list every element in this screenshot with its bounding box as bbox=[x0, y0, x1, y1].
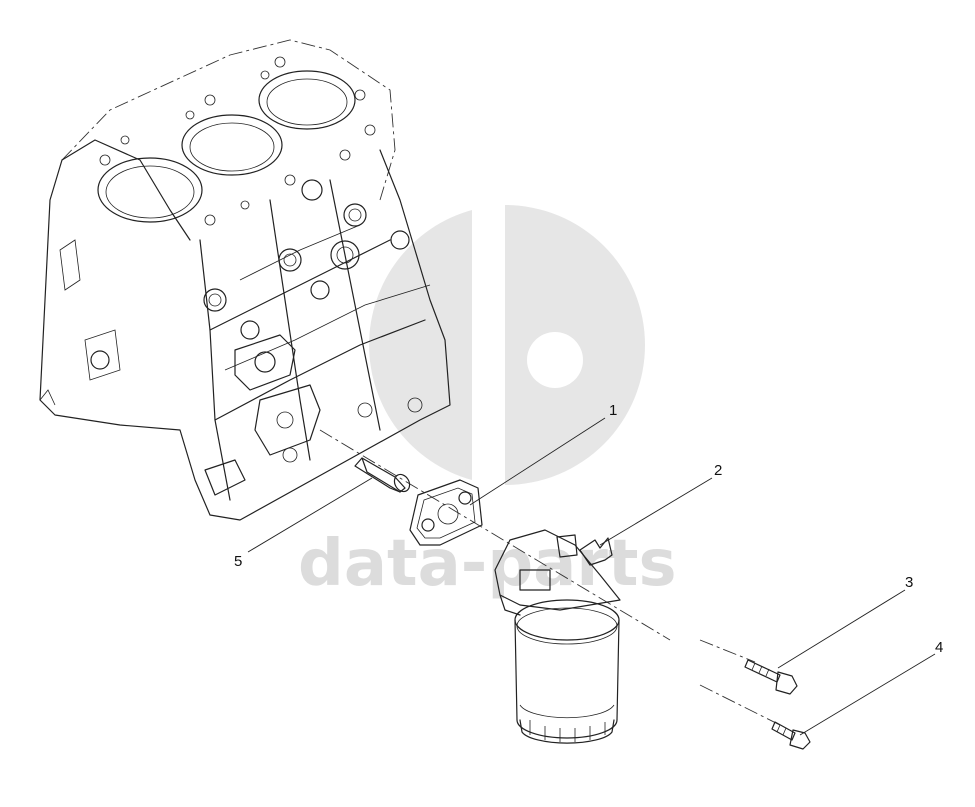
watermark-text: data-parts bbox=[298, 527, 677, 601]
part-3-bolt bbox=[744, 659, 798, 695]
part-4-bolt bbox=[771, 721, 811, 750]
leader-2 bbox=[599, 477, 713, 546]
bolt-centerline-3 bbox=[699, 639, 756, 663]
callout-4: 4 bbox=[935, 639, 943, 656]
callout-5: 5 bbox=[234, 553, 242, 570]
engine-block bbox=[39, 39, 451, 521]
leader-5 bbox=[247, 477, 373, 553]
part-2-oil-filter bbox=[494, 529, 621, 744]
callout-1: 1 bbox=[609, 402, 617, 419]
leader-3 bbox=[777, 589, 906, 669]
watermark-logo bbox=[369, 205, 645, 485]
part-5-tube bbox=[354, 457, 411, 493]
leader-4 bbox=[799, 653, 936, 736]
callout-3: 3 bbox=[905, 574, 913, 591]
callout-2: 2 bbox=[714, 462, 722, 479]
bolt-centerline-4 bbox=[699, 684, 781, 726]
assembly-centerline bbox=[319, 429, 671, 641]
part-1-gasket bbox=[409, 479, 483, 546]
leader-1 bbox=[469, 417, 606, 506]
